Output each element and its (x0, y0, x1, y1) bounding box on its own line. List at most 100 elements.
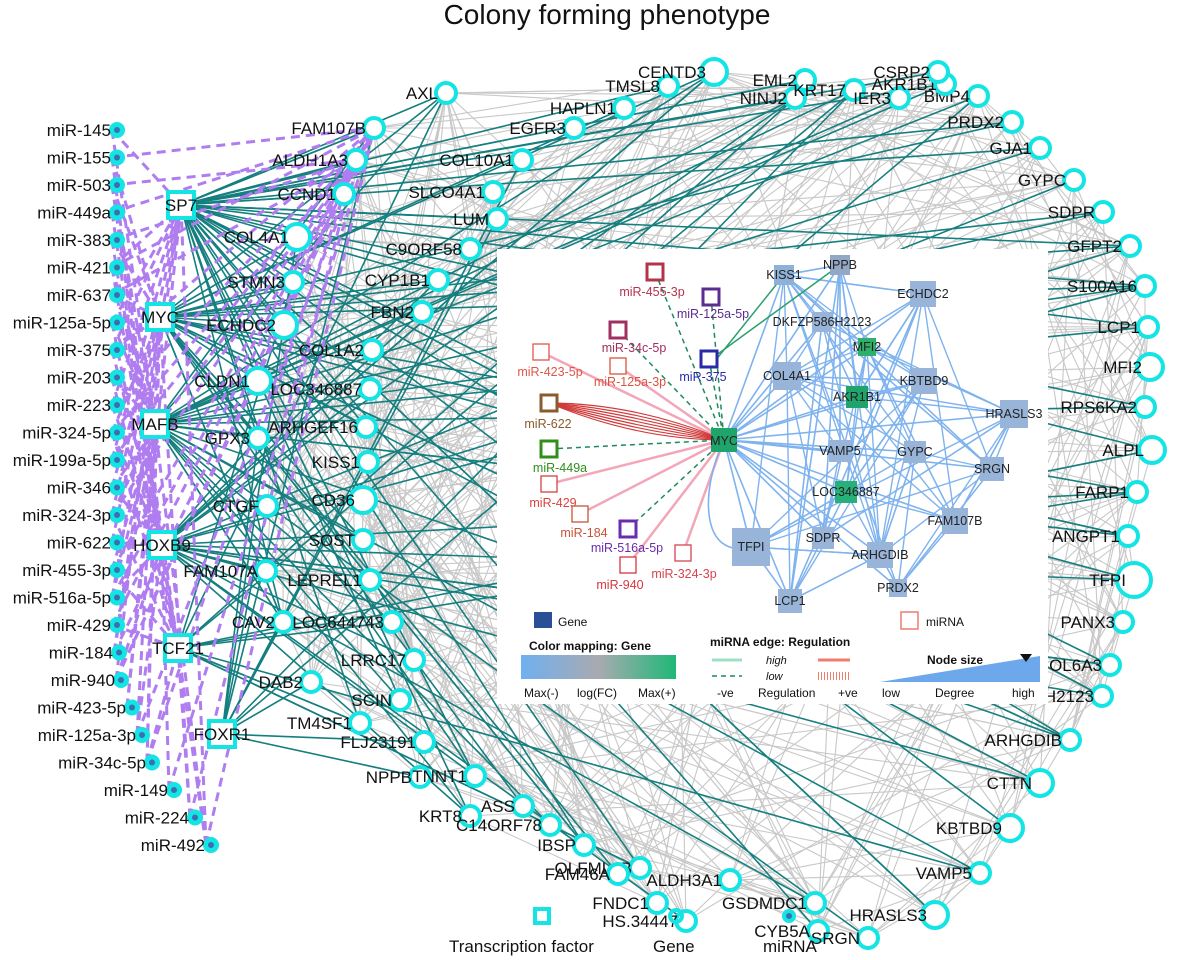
gene-label-kiss1: KISS1 (312, 453, 360, 472)
mirna-edge (110, 158, 358, 434)
gene-node-lum (485, 207, 509, 231)
inset-mirna-node-mir-622 (539, 393, 559, 413)
gene-node-fndc1 (645, 891, 669, 915)
legend-size-title: Node size (927, 653, 983, 667)
legend-color-left: Max(-) (524, 686, 559, 700)
gene-label-gfpt2: GFPT2 (1067, 237, 1122, 256)
inset-gene-edge (821, 321, 993, 470)
gene-gene-edge (421, 79, 806, 313)
inset-gene-edge (723, 439, 847, 493)
legend-pos-label: +ve (838, 686, 858, 700)
inset-gene-label-nppb: NPPB (823, 258, 857, 272)
gene-label-col6a3: COL6A3 (1037, 656, 1102, 675)
gene-label-lrrc17: LRRC17 (341, 651, 406, 670)
gene-gene-edge (355, 159, 619, 875)
gene-node-tnnt1 (463, 764, 487, 788)
mirna-label-mir-145: miR-145 (47, 121, 111, 140)
gene-label-ass: ASS (481, 797, 515, 816)
inset-gene-edge (723, 439, 824, 539)
gene-label-fam46a: FAM46A (545, 865, 611, 884)
inset-mirna-label-mir-516a-5p: miR-516a-5p (591, 541, 663, 555)
mirna-edge (110, 239, 180, 649)
inset-mirna-edge (548, 402, 725, 441)
gene-node-sost (351, 528, 375, 552)
inset-gene-node-kbtbd9 (911, 368, 937, 394)
mirna-edge (179, 204, 208, 846)
inset-mirna-label-mir-184: miR-184 (560, 526, 607, 540)
inset-mirna-edge (548, 402, 725, 441)
inset-gene-edge (786, 375, 925, 382)
tf-gene-edge (159, 281, 294, 318)
gene-label-c14orf78: C14ORF78 (456, 816, 542, 835)
inset-gene-node-kiss1 (774, 265, 794, 285)
inset-gene-edge (710, 264, 841, 360)
tf-label-foxr1: FOXR1 (194, 725, 251, 744)
legend-size-mid: Degree (935, 686, 975, 700)
mirna-edge (125, 204, 183, 708)
gene-label-gypc: GYPC (1018, 171, 1066, 190)
gene-label-ibsp: IBSP (537, 836, 576, 855)
gene-node-fam46a (606, 862, 630, 886)
mirna-label-mir-34c-5p: miR-34c-5p (58, 754, 146, 773)
inset-gene-edge (783, 274, 924, 295)
gene-node-egfr3 (562, 116, 586, 140)
gene-label-loc644743: LOC644743 (292, 613, 384, 632)
mirna-node-core (114, 347, 120, 353)
gene-gene-edge (804, 79, 1151, 368)
inset-gene-node-nppb (830, 255, 850, 275)
gene-node-stmn3 (281, 270, 305, 294)
inset-gene-node-echdc2 (910, 281, 936, 307)
gene-node-gpx3 (246, 426, 270, 450)
mirna-edge (110, 267, 180, 649)
gene-node-s100a16 (1133, 274, 1157, 298)
figure-title: Colony forming phenotype (444, 0, 771, 30)
inset-gene-edge (879, 468, 993, 556)
gene-label-hs-34447: HS.34447 (602, 912, 678, 931)
mirna-edge (176, 647, 192, 818)
mirna-label-mir-223: miR-223 (47, 396, 111, 415)
gene-label-egfr3: EGFR3 (509, 119, 566, 138)
gene-gene-edge (419, 776, 551, 826)
legend-transcription-factor: Transcription factor (449, 937, 594, 956)
tf-gene-edge (161, 544, 267, 572)
inset-mirna-label-mir-324-3p: miR-324-3p (651, 567, 716, 581)
tf-gene-edge (159, 279, 439, 318)
gene-gene-edge (573, 121, 1013, 129)
gene-gene-edge (257, 191, 494, 439)
inset-mirna-edge (617, 329, 725, 441)
gene-node-c14orf78 (538, 813, 562, 837)
gene-gene-edge (1069, 366, 1151, 741)
inset-gene-edge (845, 380, 925, 493)
tf-gene-edge (221, 127, 375, 735)
tf-gene-edge (177, 97, 796, 649)
inset-gene-label-akr1b1: AKR1B1 (833, 390, 881, 404)
gene-node-hapln1 (612, 96, 636, 120)
inset-mirna-edge (579, 438, 725, 516)
mirna-label-mir-421: miR-421 (47, 259, 111, 278)
inset-mirna-node-mir-423-5p (532, 343, 550, 361)
inset-gene-edge (879, 451, 916, 556)
mirna-node-core (192, 814, 198, 821)
inset-gene-label-mfi2: MFI2 (853, 340, 882, 354)
inset-mirna-edge (627, 439, 725, 530)
gene-gene-edge (369, 579, 816, 904)
gene-node-ccnd1 (332, 182, 356, 206)
gene-node-eml2 (793, 68, 817, 92)
inset-mirna-edge (617, 364, 725, 442)
mirna-label-mir-324-5p: miR-324-5p (22, 424, 111, 443)
mirna-edge (111, 126, 375, 269)
gene-label-flj23191: FLJ23191 (340, 733, 416, 752)
gene-gene-edge (399, 699, 421, 778)
inset-mirna-node-mir-324-3p (674, 544, 692, 562)
mirna-node-core (171, 787, 177, 793)
gene-node-hrasls3 (920, 900, 950, 930)
gene-node-gsdmdc1 (803, 891, 827, 915)
gene-node-ass (511, 794, 535, 818)
inset-gene-edge (922, 293, 993, 470)
tf-gene-edge (161, 544, 816, 904)
inset-mirna-node-mir-34c-5p (608, 320, 628, 340)
gene-gene-edge (257, 159, 523, 382)
mirna-node-core (114, 622, 120, 628)
gene-node-cyb5a (806, 919, 830, 943)
